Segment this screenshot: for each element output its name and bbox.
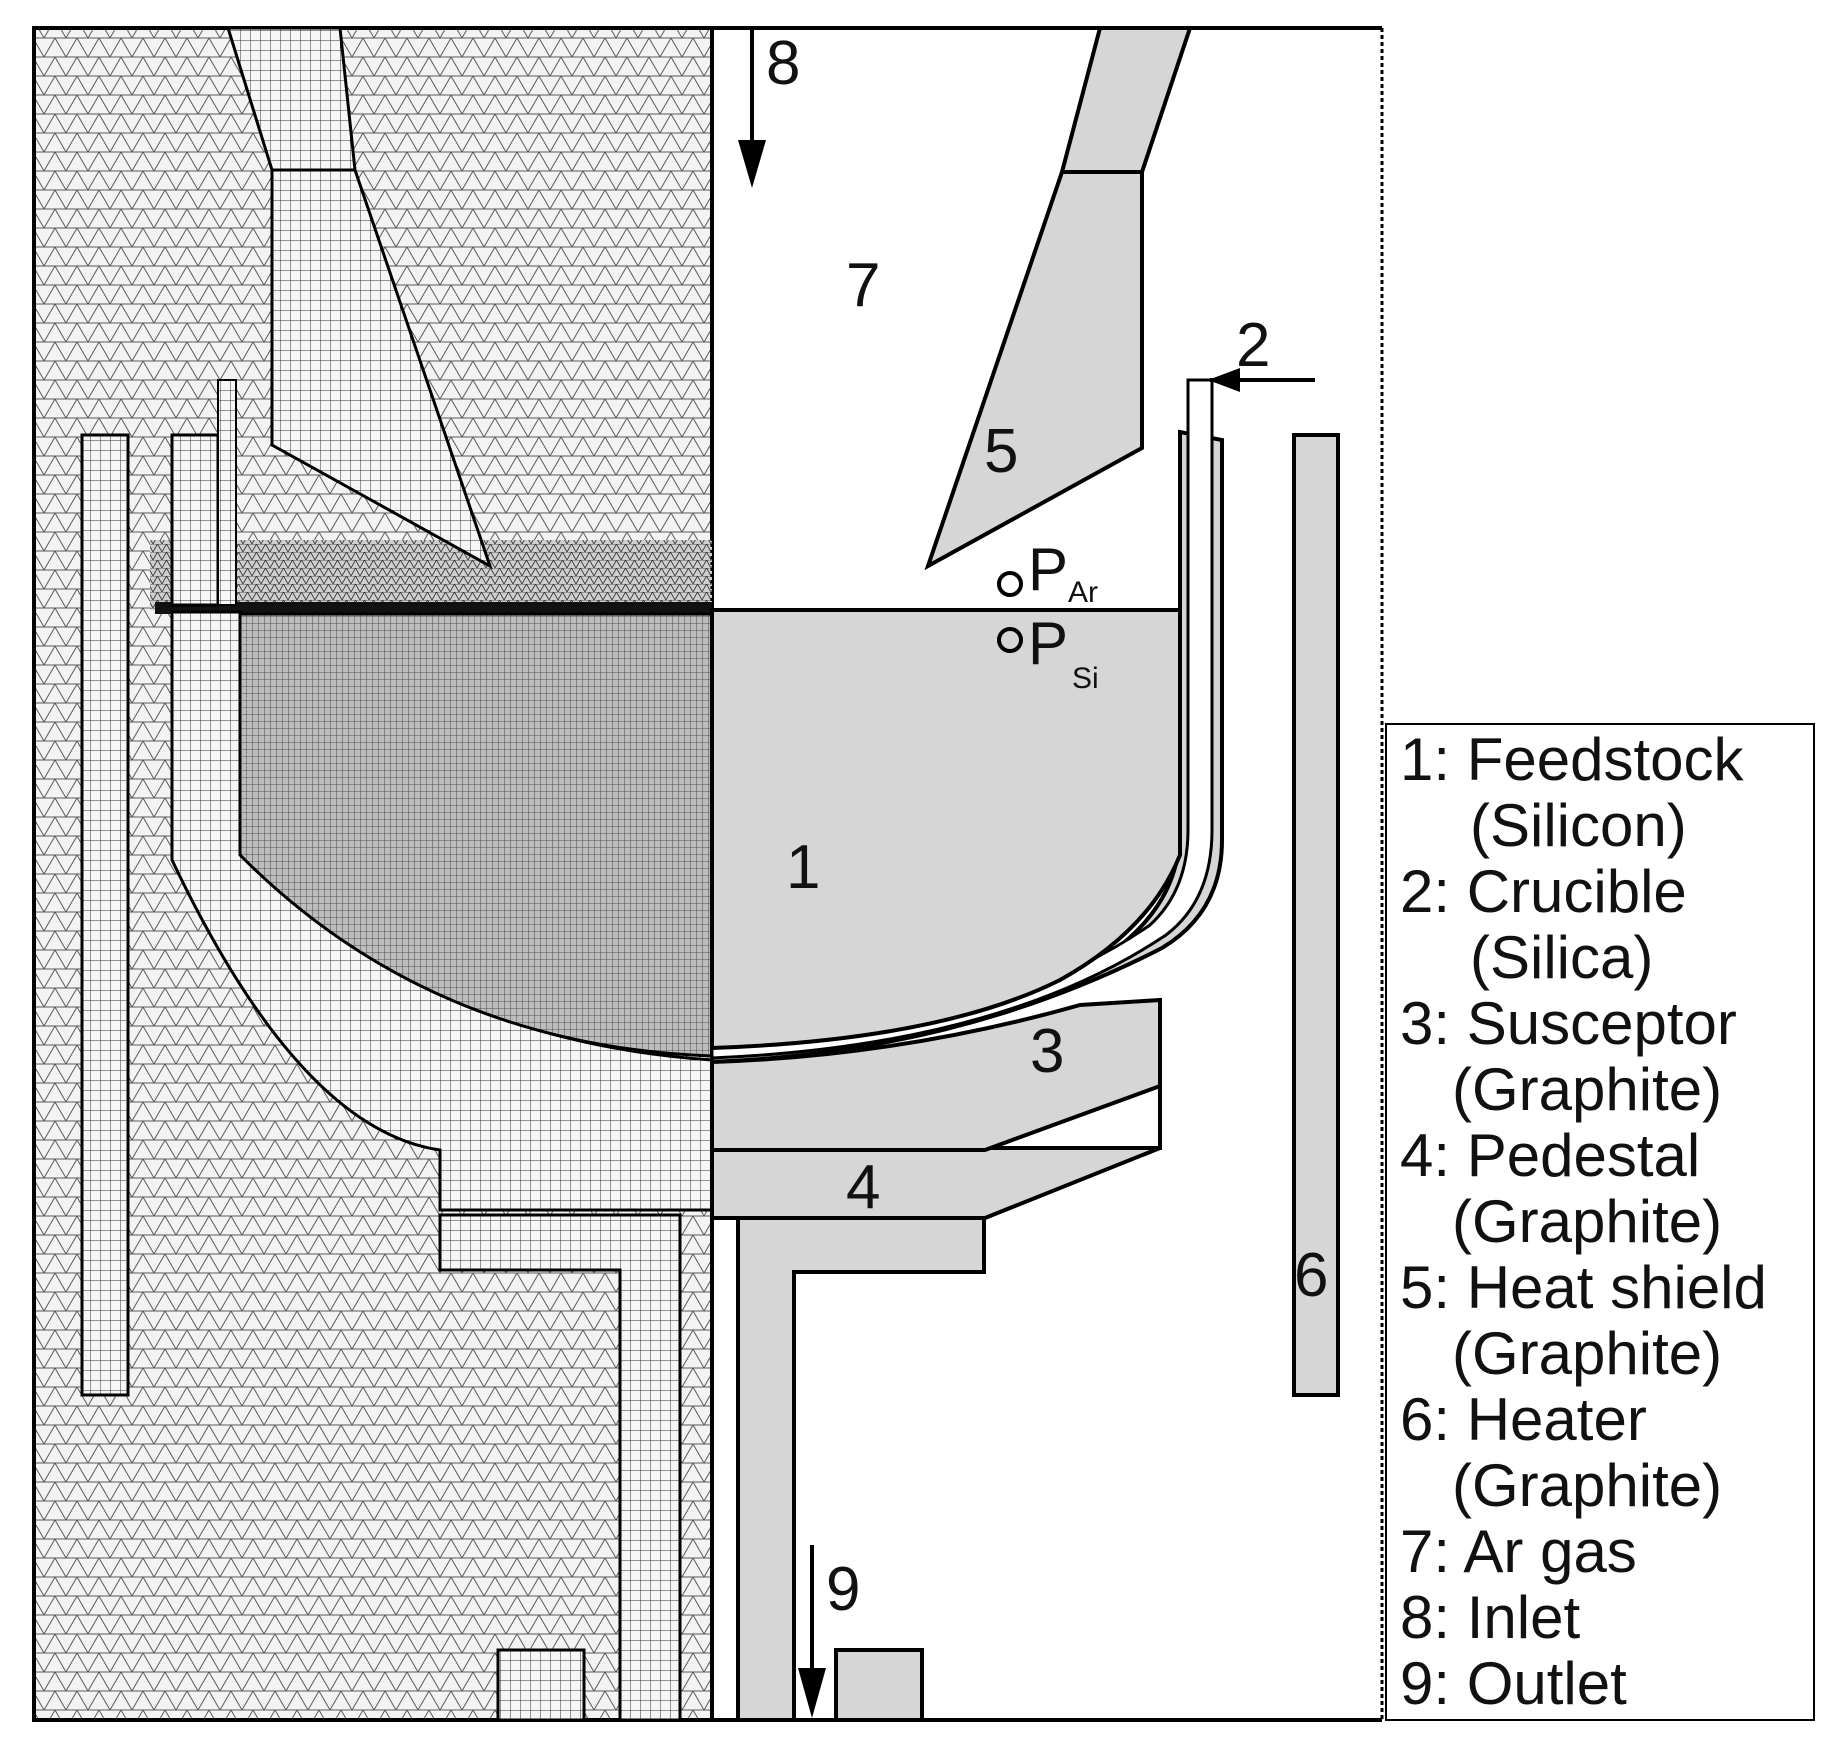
legend-line-7: 4: Pedestal <box>1400 1122 1700 1189</box>
label-4: 4 <box>846 1153 880 1222</box>
feedstock-melt <box>710 608 1182 1051</box>
legend-line-14: 8: Inlet <box>1400 1584 1580 1651</box>
legend-line-6: (Graphite) <box>1452 1056 1722 1123</box>
legend: 1: Feedstock (Silicon) 2: Crucible (Sili… <box>1385 723 1815 1721</box>
monitor-point-ar <box>997 571 1023 597</box>
geometry-half: 1 2 3 4 5 6 7 8 9 P Ar P Si <box>710 26 1384 1722</box>
legend-line-1: 1: Feedstock <box>1400 726 1745 793</box>
legend-line-15: 9: Outlet <box>1400 1650 1627 1717</box>
heat-shield-lower <box>924 170 1144 571</box>
legend-line-13: 7: Ar gas <box>1400 1518 1637 1585</box>
legend-line-11: 6: Heater <box>1400 1386 1647 1453</box>
shaft-mesh <box>438 1213 682 1722</box>
label-6: 6 <box>1294 1241 1328 1310</box>
crucible-wall-mesh-upper <box>170 433 220 607</box>
outlet-arrow-head <box>798 1668 826 1718</box>
label-1: 1 <box>786 833 820 902</box>
heater-mesh <box>80 433 130 1397</box>
label-7: 7 <box>846 251 880 320</box>
label-5: 5 <box>984 417 1018 486</box>
pedestal-shaft <box>736 1216 986 1722</box>
label-p-ar: P <box>1028 536 1068 603</box>
inlet-arrow-head <box>738 140 766 188</box>
label-3: 3 <box>1030 1017 1064 1086</box>
melt-mesh <box>238 612 714 1058</box>
label-2: 2 <box>1236 311 1270 380</box>
legend-line-12: (Graphite) <box>1452 1452 1722 1519</box>
label-p-ar-sub: Ar <box>1068 576 1098 609</box>
label-9: 9 <box>826 1555 860 1624</box>
crucible-pointer-arrow-head <box>1208 368 1240 392</box>
legend-line-4: (Silica) <box>1470 924 1653 991</box>
legend-box <box>1385 723 1815 1721</box>
crucible-wall-mesh-thin <box>217 379 237 606</box>
legend-line-10: (Graphite) <box>1452 1320 1722 1387</box>
legend-line-3: 2: Crucible <box>1400 858 1687 925</box>
susceptor-base <box>710 997 1162 1152</box>
legend-line-5: 3: Susceptor <box>1400 990 1737 1057</box>
bottom-block-mesh <box>496 1648 586 1722</box>
heat-shield-mesh-lower <box>270 168 493 570</box>
heat-shield <box>1059 26 1193 174</box>
legend-line-9: 5: Heat shield <box>1400 1254 1767 1321</box>
label-p-si-sub: Si <box>1072 662 1099 695</box>
legend-line-8: (Graphite) <box>1452 1188 1722 1255</box>
mesh-dense-band <box>150 540 712 610</box>
heater <box>1292 433 1340 1397</box>
bottom-block <box>834 1648 924 1722</box>
label-8: 8 <box>766 29 800 98</box>
monitor-point-si <box>997 627 1023 653</box>
label-p-si: P <box>1028 610 1068 677</box>
melt-free-surface-line <box>155 602 712 614</box>
mesh-half <box>32 26 714 1722</box>
legend-line-2: (Silicon) <box>1470 792 1687 859</box>
